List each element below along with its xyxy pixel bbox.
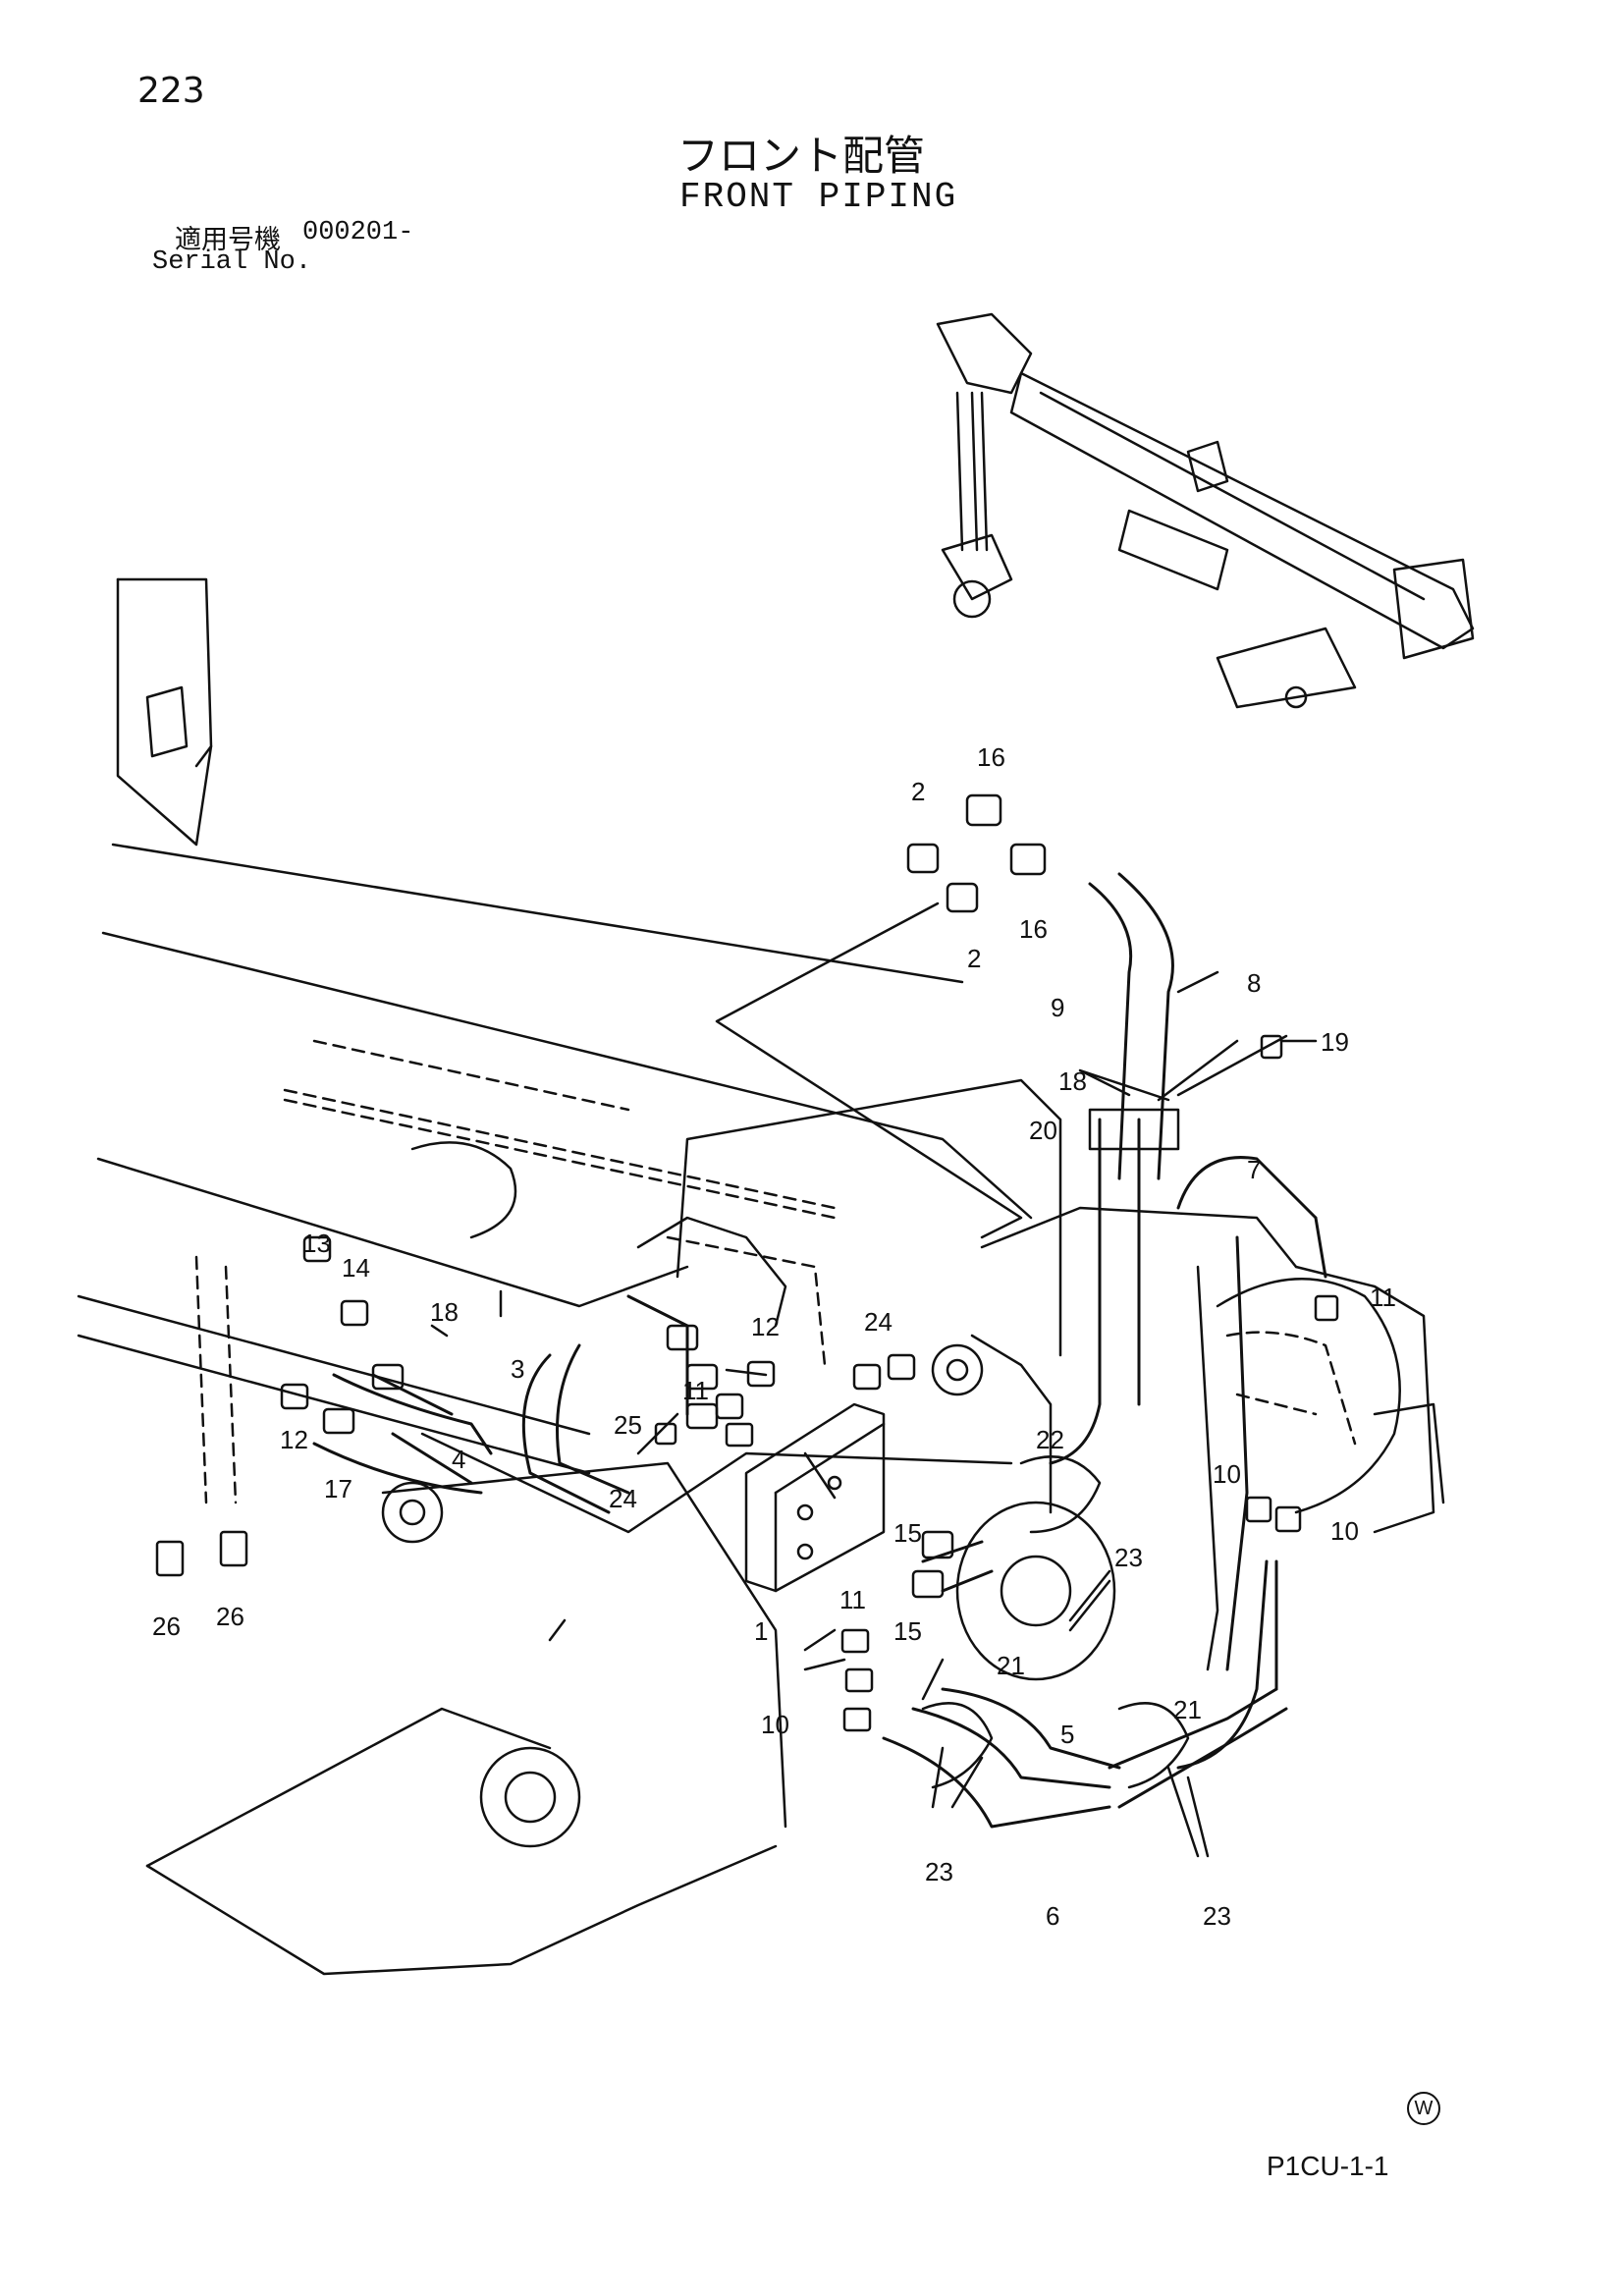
watermark-w-symbol: W [1407,2092,1440,2125]
hoses-and-pipes [312,872,1327,1829]
callout-label: 21 [997,1651,1025,1680]
callout-label: 1 [754,1616,768,1646]
callout-label: 22 [1036,1425,1064,1454]
callout-label: 3 [511,1354,524,1384]
page-title-japanese: フロント配管 [677,132,926,180]
callout-label: 25 [614,1410,642,1440]
callout-label: 13 [302,1229,331,1258]
callout-label: 24 [864,1307,893,1337]
callout-label: 18 [430,1297,459,1327]
callout-label: 16 [977,742,1005,772]
callout-label: 11 [682,1376,709,1405]
callout-label: 14 [342,1253,370,1283]
callout-label: 17 [324,1474,352,1503]
serial-label-english: Serial No. [152,247,312,277]
boom-structure [77,577,1445,1976]
callout-label: 2 [911,777,925,806]
callout-label: 26 [152,1612,181,1641]
callout-label: 2 [967,944,981,973]
callout-label: 16 [1019,914,1048,944]
callout-label: 8 [1247,968,1261,998]
callout-label: 7 [1247,1155,1261,1184]
callout-label: 11 [839,1585,866,1614]
callout-label: 12 [751,1312,780,1341]
callout-label: 21 [1173,1695,1202,1724]
callout-label: 10 [1330,1516,1359,1546]
callout-label: 9 [1051,993,1064,1022]
callout-label: 6 [1046,1901,1059,1931]
callout-label: 18 [1058,1066,1087,1096]
callout-label: 5 [1060,1720,1074,1749]
callout-label: 23 [1114,1543,1143,1572]
callout-label: 24 [609,1484,637,1513]
callout-label: 12 [280,1425,308,1454]
serial-label-japanese: 適用号機 [175,225,281,255]
callout-label: 11 [1370,1283,1396,1312]
hidden-lines [194,1039,1357,1504]
callout-label: 20 [1029,1116,1057,1145]
callout-label: 4 [452,1445,465,1474]
callout-labels: 16 2 16 2 8 9 19 18 20 7 11 13 14 18 3 1… [152,742,1396,1931]
page-code: P1CU-1-1 [1267,2151,1389,2181]
page-title-english: FRONT PIPING [679,177,958,217]
serial-number-value: 000201- [302,218,414,247]
callout-label: 15 [893,1616,922,1646]
callout-label: 10 [1213,1459,1241,1489]
page-number: 223 [137,71,205,111]
manifold-block [744,1402,886,1593]
fittings [155,793,1339,1732]
machine-overview-illustration [936,312,1475,709]
callout-label: 19 [1321,1027,1349,1057]
callout-label: 15 [893,1518,922,1548]
callout-label: 10 [761,1710,789,1739]
callout-label: 23 [1203,1901,1231,1931]
leader-lines [430,902,1318,1858]
callout-label: 26 [216,1602,244,1631]
callout-label: 23 [925,1857,953,1886]
clamp-bands [921,1108,1190,1789]
